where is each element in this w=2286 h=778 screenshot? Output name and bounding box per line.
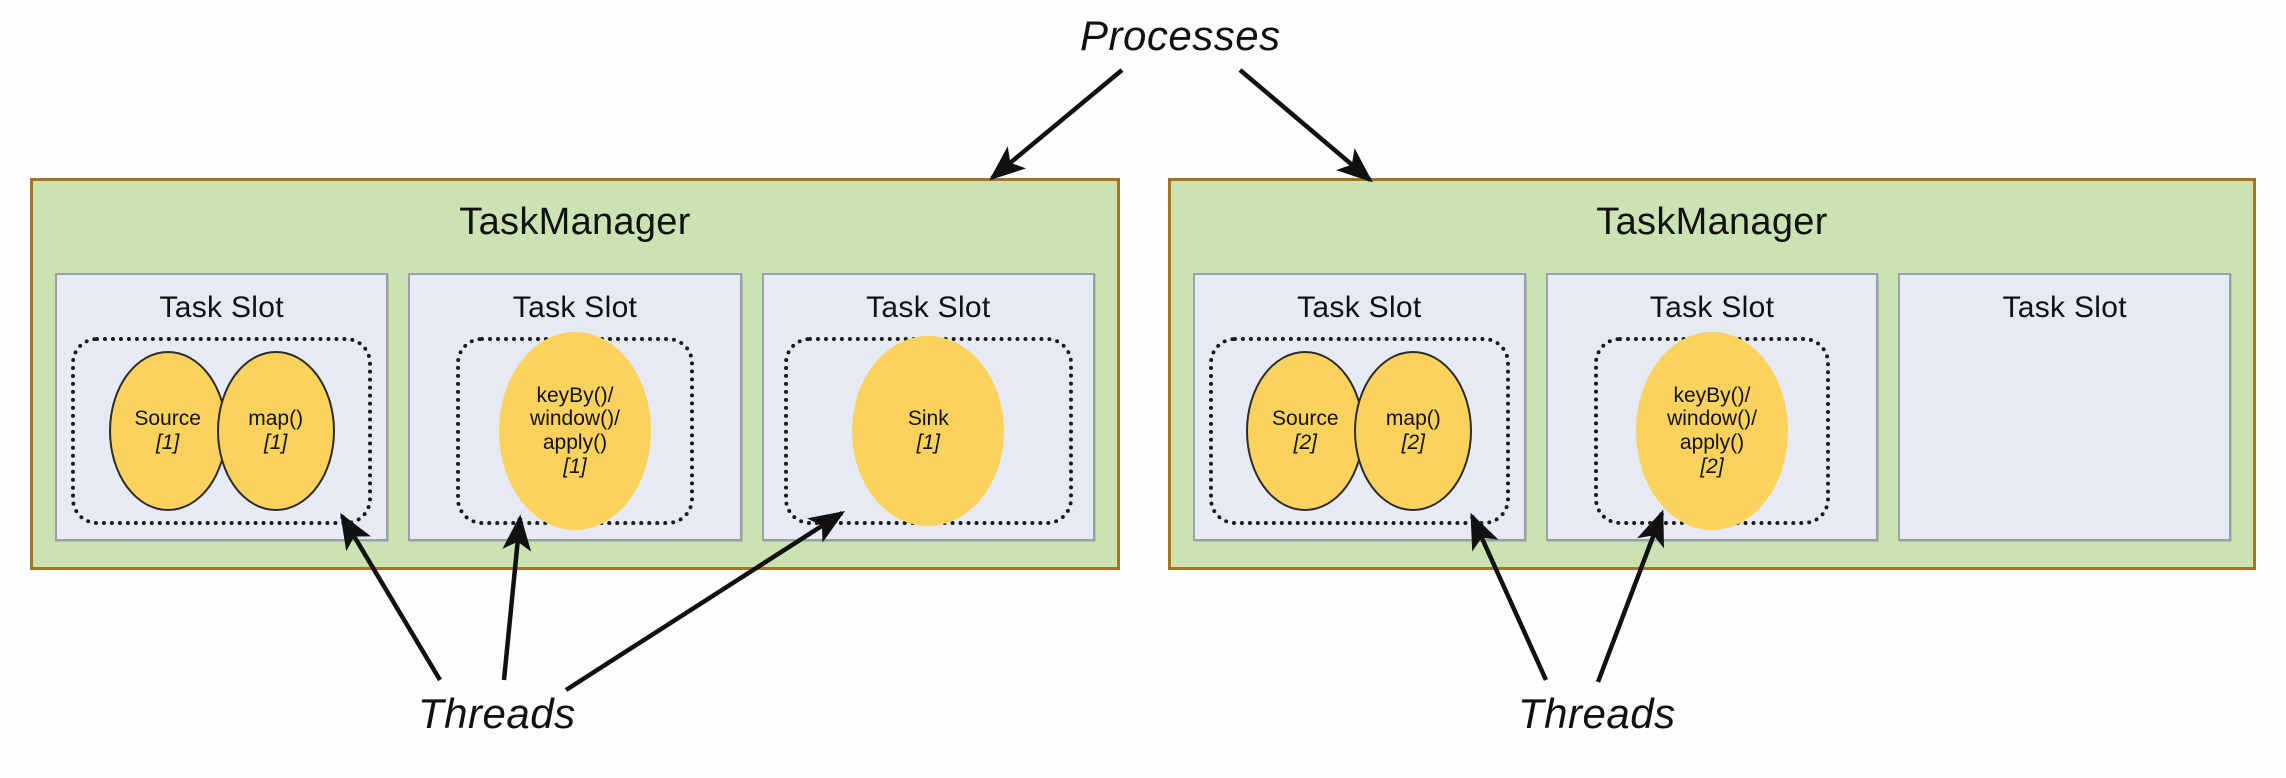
task-boundary-dotted: Source [1] map() [1]: [71, 337, 373, 525]
processes-annotation-label: Processes: [1080, 12, 1281, 59]
operator-name: map(): [1385, 407, 1441, 431]
operator-circle-source[interactable]: Source [1]: [108, 351, 227, 511]
taskmanager-box-1: TaskManager Task Slot Source [1] map() […: [30, 178, 1120, 570]
taskmanager-title-2: TaskManager: [1596, 201, 1828, 243]
task-slot-title: Task Slot: [1297, 291, 1422, 324]
operator-circle-keyby-window-apply[interactable]: keyBy()/ window()/ apply() [2]: [1636, 332, 1788, 530]
processes-arrow-right-line: [1238, 68, 1373, 183]
operator-name: map(): [248, 407, 304, 431]
task-slot-1-3[interactable]: Task Slot Sink [1]: [761, 273, 1095, 541]
operator-index: [1]: [155, 431, 180, 454]
task-slot-row-1: Task Slot Source [1] map() [1]: [55, 273, 1095, 541]
operator-chain: Source [1] map() [1]: [108, 351, 335, 511]
task-slot-2-3-empty[interactable]: Task Slot: [1898, 273, 2232, 541]
operator-index: [2]: [1401, 431, 1425, 454]
threads-annotation-label-left: Threads: [418, 690, 576, 737]
operator-name: keyBy()/ window()/ apply(): [1667, 383, 1757, 454]
task-slot-2-1[interactable]: Task Slot Source [2] map() [2]: [1193, 273, 1526, 541]
operator-index: [1]: [563, 454, 587, 478]
task-slot-title: Task Slot: [866, 291, 991, 324]
processes-arrow-left-line: [989, 68, 1124, 181]
taskmanager-box-2: TaskManager Task Slot Source [2] map() […: [1168, 178, 2256, 570]
task-slot-title: Task Slot: [159, 291, 284, 324]
taskmanager-title-1: TaskManager: [459, 201, 691, 243]
operator-name: Source: [134, 407, 201, 431]
task-slot-title: Task Slot: [1649, 291, 1775, 324]
operator-name: keyBy()/ window()/ apply(): [530, 383, 620, 454]
operator-name: Sink: [907, 407, 949, 431]
threads-annotation-label-right: Threads: [1518, 690, 1676, 737]
task-slot-1-1[interactable]: Task Slot Source [1] map() [1]: [55, 273, 389, 541]
operator-circle-keyby-window-apply[interactable]: keyBy()/ window()/ apply() [1]: [498, 332, 651, 530]
operator-chain: Source [2] map() [2]: [1246, 351, 1473, 511]
operator-index: [2]: [1293, 431, 1317, 454]
operator-index: [1]: [263, 431, 288, 454]
task-slot-title: Task Slot: [2002, 291, 2127, 324]
task-slot-title: Task Slot: [512, 291, 638, 324]
task-boundary-dotted: Sink [1]: [783, 336, 1073, 526]
operator-circle-map[interactable]: map() [2]: [1354, 351, 1473, 511]
operator-circle-source[interactable]: Source [2]: [1246, 351, 1365, 511]
operator-index: [1]: [916, 431, 940, 454]
operator-circle-sink[interactable]: Sink [1]: [852, 336, 1005, 526]
task-boundary-dotted: keyBy()/ window()/ apply() [1]: [456, 332, 694, 530]
operator-circle-map[interactable]: map() [1]: [216, 351, 335, 511]
operator-name: Source: [1272, 407, 1339, 431]
task-slot-row-2: Task Slot Source [2] map() [2]: [1193, 273, 2232, 541]
operator-index: [2]: [1700, 454, 1724, 478]
task-boundary-dotted: Source [2] map() [2]: [1209, 337, 1510, 525]
task-slot-1-2[interactable]: Task Slot keyBy()/ window()/ apply() [1]: [408, 273, 742, 541]
task-boundary-dotted: keyBy()/ window()/ apply() [2]: [1593, 332, 1831, 530]
task-slot-2-2[interactable]: Task Slot keyBy()/ window()/ apply() [2]: [1545, 273, 1879, 541]
